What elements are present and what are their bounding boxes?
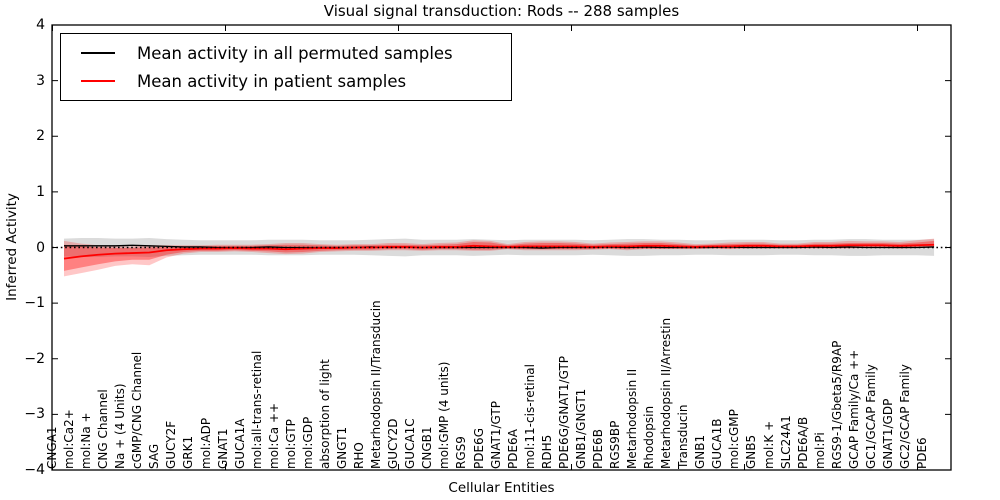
x-category-label: GUCA1A	[232, 418, 247, 469]
y-tick-label: −1	[24, 295, 45, 312]
permuted-line-swatch-icon	[81, 52, 115, 54]
y-tick-label: −3	[24, 406, 45, 423]
x-category-label: GNB1/GNGT1	[573, 388, 588, 469]
x-category-label: GCAP Family/Ca ++	[846, 349, 861, 469]
x-category-label: SLC24A1	[778, 415, 793, 469]
x-category-label: PDE6G/GNAT1/GTP	[556, 355, 571, 469]
legend: Mean activity in all permuted samples Me…	[60, 33, 512, 101]
x-category-label: mol:GMP (4 units)	[437, 361, 452, 469]
patient-line-swatch-icon	[81, 80, 115, 82]
x-category-label: GRK1	[181, 435, 196, 469]
x-axis-label: Cellular Entities	[448, 480, 555, 496]
x-category-label: RDH5	[539, 434, 554, 469]
axes-frame	[51, 24, 952, 471]
y-tick-label: 2	[36, 128, 45, 145]
x-category-label: mol:cGMP	[727, 409, 742, 469]
x-category-label: mol:GTP	[283, 419, 298, 469]
legend-label-permuted: Mean activity in all permuted samples	[137, 43, 453, 63]
x-category-label: CNGA1	[45, 426, 59, 470]
x-category-label: mol:K +	[761, 420, 776, 469]
x-category-label: Metarhodopsin II	[625, 368, 640, 469]
y-tick-label: 4	[36, 17, 45, 33]
x-category-label: PDE6	[915, 437, 930, 469]
x-category-label: GNAT1	[215, 428, 230, 469]
x-category-label: GNB5	[744, 434, 759, 469]
x-category-label: GUCA1C	[403, 418, 418, 469]
x-category-label: mol:Na +	[79, 412, 94, 469]
x-category-label: RHO	[352, 442, 367, 469]
x-category-label: PDE6A	[505, 429, 520, 469]
x-category-label: mol:ADP	[198, 417, 213, 469]
y-tick-label: 1	[36, 183, 45, 200]
x-category-label: GUCY2D	[386, 418, 401, 469]
x-category-label: CNGB1	[420, 426, 435, 469]
x-category-label: PDE6B	[590, 429, 605, 469]
y-tick-label: 3	[36, 72, 45, 89]
x-category-label: Rhodopsin	[642, 405, 657, 469]
y-tick-label: 0	[36, 239, 45, 256]
x-category-label: RGS9-1/Gbeta5/R9AP	[829, 340, 844, 469]
x-category-label: GUCA1B	[710, 418, 725, 469]
x-category-label: absorption of light	[317, 359, 332, 469]
x-category-label: RGS9	[454, 436, 469, 469]
x-category-label: Metarhodopsin II/Transducin	[369, 300, 384, 469]
x-category-label: Na + (4 Units)	[113, 383, 128, 469]
x-category-label: Transducin	[676, 404, 691, 469]
x-category-label: GC1/GCAP Family	[863, 364, 878, 469]
legend-entry-permuted: Mean activity in all permuted samples	[73, 39, 499, 67]
x-category-label: GNB1	[693, 434, 708, 469]
x-category-label: mol:11-cis-retinal	[522, 364, 537, 469]
x-category-label: CNG Channel	[96, 389, 111, 469]
x-category-label: GNAT1/GDP	[880, 398, 895, 469]
x-category-label: mol:GDP	[300, 416, 315, 469]
y-tick-label: −2	[24, 350, 45, 367]
x-category-label: PDE6G	[471, 428, 486, 469]
x-category-label: mol:Ca ++	[266, 402, 281, 469]
chart-title: Visual signal transduction: Rods -- 288 …	[323, 2, 680, 20]
legend-entry-patient: Mean activity in patient samples	[73, 67, 499, 95]
legend-label-patient: Mean activity in patient samples	[137, 71, 407, 91]
x-category-label: RGS9BP	[607, 420, 622, 469]
x-category-label: mol:Pi	[812, 432, 827, 469]
x-category-label: mol:all-trans-retinal	[249, 350, 264, 469]
x-category-label: PDE6A/B	[795, 416, 810, 469]
y-tick-label: −4	[24, 462, 45, 478]
x-category-label: GUCY2F	[164, 420, 179, 469]
x-category-label: GNAT1/GTP	[488, 401, 503, 469]
series-line-1	[63, 243, 935, 260]
x-category-label: GNGT1	[335, 426, 350, 469]
x-category-label: Metarhodopsin II/Arrestin	[659, 317, 674, 469]
x-category-label: cGMP/CNG Channel	[130, 351, 145, 469]
x-category-label: SAG	[147, 443, 162, 469]
x-category-label: mol:Ca2+	[62, 409, 77, 469]
x-category-label: GC2/GCAP Family	[898, 364, 912, 469]
